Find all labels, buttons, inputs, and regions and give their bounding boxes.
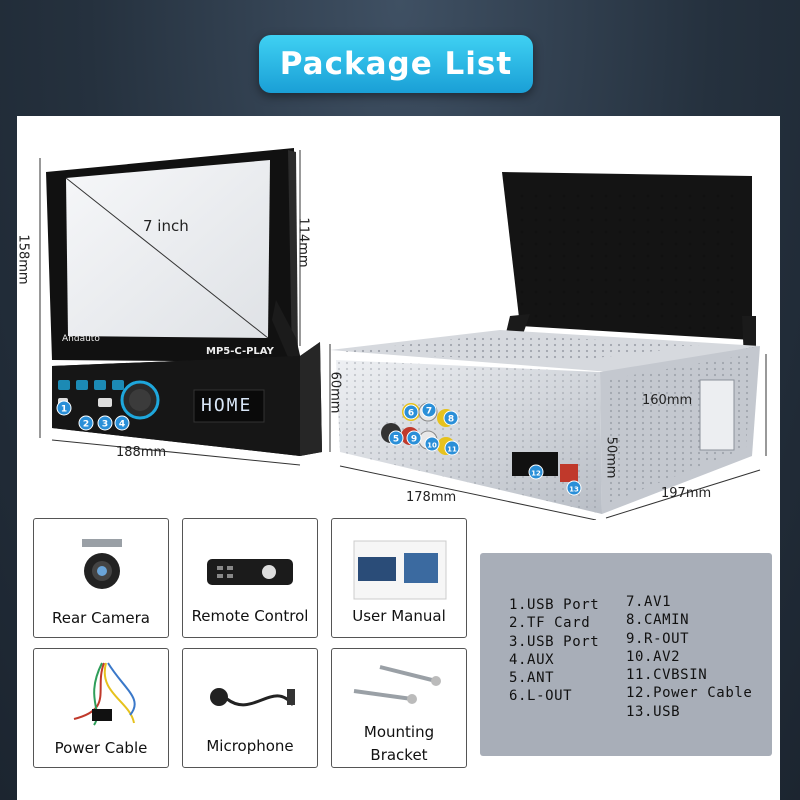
svg-text:11: 11 [447, 446, 457, 454]
accessory-card-mounting-bracket: Mounting Bracket [331, 648, 467, 768]
accessory-label: Rear Camera [52, 609, 150, 627]
manual-icon [353, 540, 447, 600]
svg-text:1: 1 [61, 405, 67, 415]
svg-text:13: 13 [569, 486, 579, 494]
legend-item: 2.TF Card [509, 615, 591, 632]
svg-text:9: 9 [411, 435, 417, 445]
dim-front-height: 60mm [327, 371, 343, 414]
remote-icon [207, 559, 293, 585]
port-badge-3: 3 [97, 415, 113, 431]
port-badge-10: 10 [424, 436, 440, 452]
accessory-card-power-cable: Power Cable [33, 648, 169, 768]
screen-glass [66, 160, 270, 338]
page-title: Package List [279, 46, 513, 82]
port-badge-8: 8 [443, 410, 459, 426]
package-list-header: Package List [259, 35, 533, 93]
bracket-icon [353, 665, 441, 704]
dim-height-total: 158mm [15, 234, 31, 285]
model-label: MP5-C-PLAY [206, 346, 274, 357]
legend-item: 8.CAMIN [626, 612, 690, 629]
brand-label: Andauto [62, 334, 100, 344]
port-badge-11: 11 [444, 440, 460, 456]
display-home-text: HOME [201, 395, 253, 416]
legend-column-left: 1.USB Port 2.TF Card 3.USB Port 4.AUX 5.… [509, 596, 599, 706]
svg-text:10: 10 [427, 442, 437, 450]
cable-icon [73, 662, 136, 726]
port-badge-5: 5 [388, 430, 404, 446]
accessory-label: Mounting [363, 723, 435, 741]
head-unit-front [46, 148, 322, 456]
dim-body-length: 197mm [661, 486, 712, 501]
legend-item: 12.Power Cable [626, 685, 753, 702]
port-badge-2: 2 [78, 415, 94, 431]
port-badge-12: 12 [528, 464, 544, 480]
legend-item: 5.ANT [509, 670, 555, 687]
accessory-label: Microphone [206, 737, 294, 755]
dim-front-width: 188mm [116, 445, 167, 460]
port-badge-4: 4 [114, 415, 130, 431]
legend-column-right: 7.AV1 8.CAMIN 9.R-OUT 10.AV2 11.CVBSIN 1… [626, 593, 752, 721]
accessory-label: User Manual [352, 607, 446, 625]
accessory-label-line2: Bracket [370, 746, 428, 764]
legend-item: 10.AV2 [626, 648, 681, 665]
legend-item: 11.CVBSIN [626, 667, 708, 684]
accessory-card-user-manual: User Manual [331, 518, 467, 638]
accessory-label: Remote Control [191, 607, 309, 625]
dim-screen-height: 114mm [295, 217, 311, 268]
svg-text:4: 4 [119, 420, 125, 430]
port-badge-7: 7 [421, 402, 437, 418]
legend-item: 3.USB Port [509, 633, 600, 650]
port-badge-1: 1 [56, 400, 72, 416]
port-badge-6: 6 [403, 404, 419, 420]
dim-body-height: 50mm [603, 436, 619, 479]
svg-text:5: 5 [393, 435, 399, 445]
svg-text:12: 12 [531, 470, 541, 478]
accessory-card-rear-camera: Rear Camera [33, 518, 169, 638]
camera-icon [82, 539, 122, 589]
legend-item: 7.AV1 [626, 594, 672, 610]
accessory-card-remote-control: Remote Control [182, 518, 318, 638]
dimension-lines [39, 150, 767, 520]
legend-item: 13.USB [626, 703, 681, 720]
dim-body-width: 178mm [406, 490, 457, 505]
screen-size-label: 7 inch [143, 217, 189, 235]
svg-text:3: 3 [102, 420, 108, 430]
accessory-label: Power Cable [54, 739, 148, 757]
legend-item: 4.AUX [509, 651, 555, 668]
legend-item: 9.R-OUT [626, 630, 690, 647]
legend-item: 1.USB Port [509, 597, 600, 613]
svg-text:7: 7 [426, 407, 432, 417]
svg-text:8: 8 [448, 415, 454, 425]
svg-text:6: 6 [408, 409, 414, 419]
accessory-card-microphone: Microphone [182, 648, 318, 768]
port-badge-13: 13 [566, 480, 582, 496]
dim-body-depth: 160mm [642, 393, 693, 408]
port-legend: 1.USB Port 2.TF Card 3.USB Port 4.AUX 5.… [480, 553, 772, 756]
port-badge-9: 9 [406, 430, 422, 446]
microphone-icon [210, 688, 295, 707]
legend-item: 6.L-OUT [509, 688, 573, 705]
svg-text:2: 2 [83, 420, 89, 430]
